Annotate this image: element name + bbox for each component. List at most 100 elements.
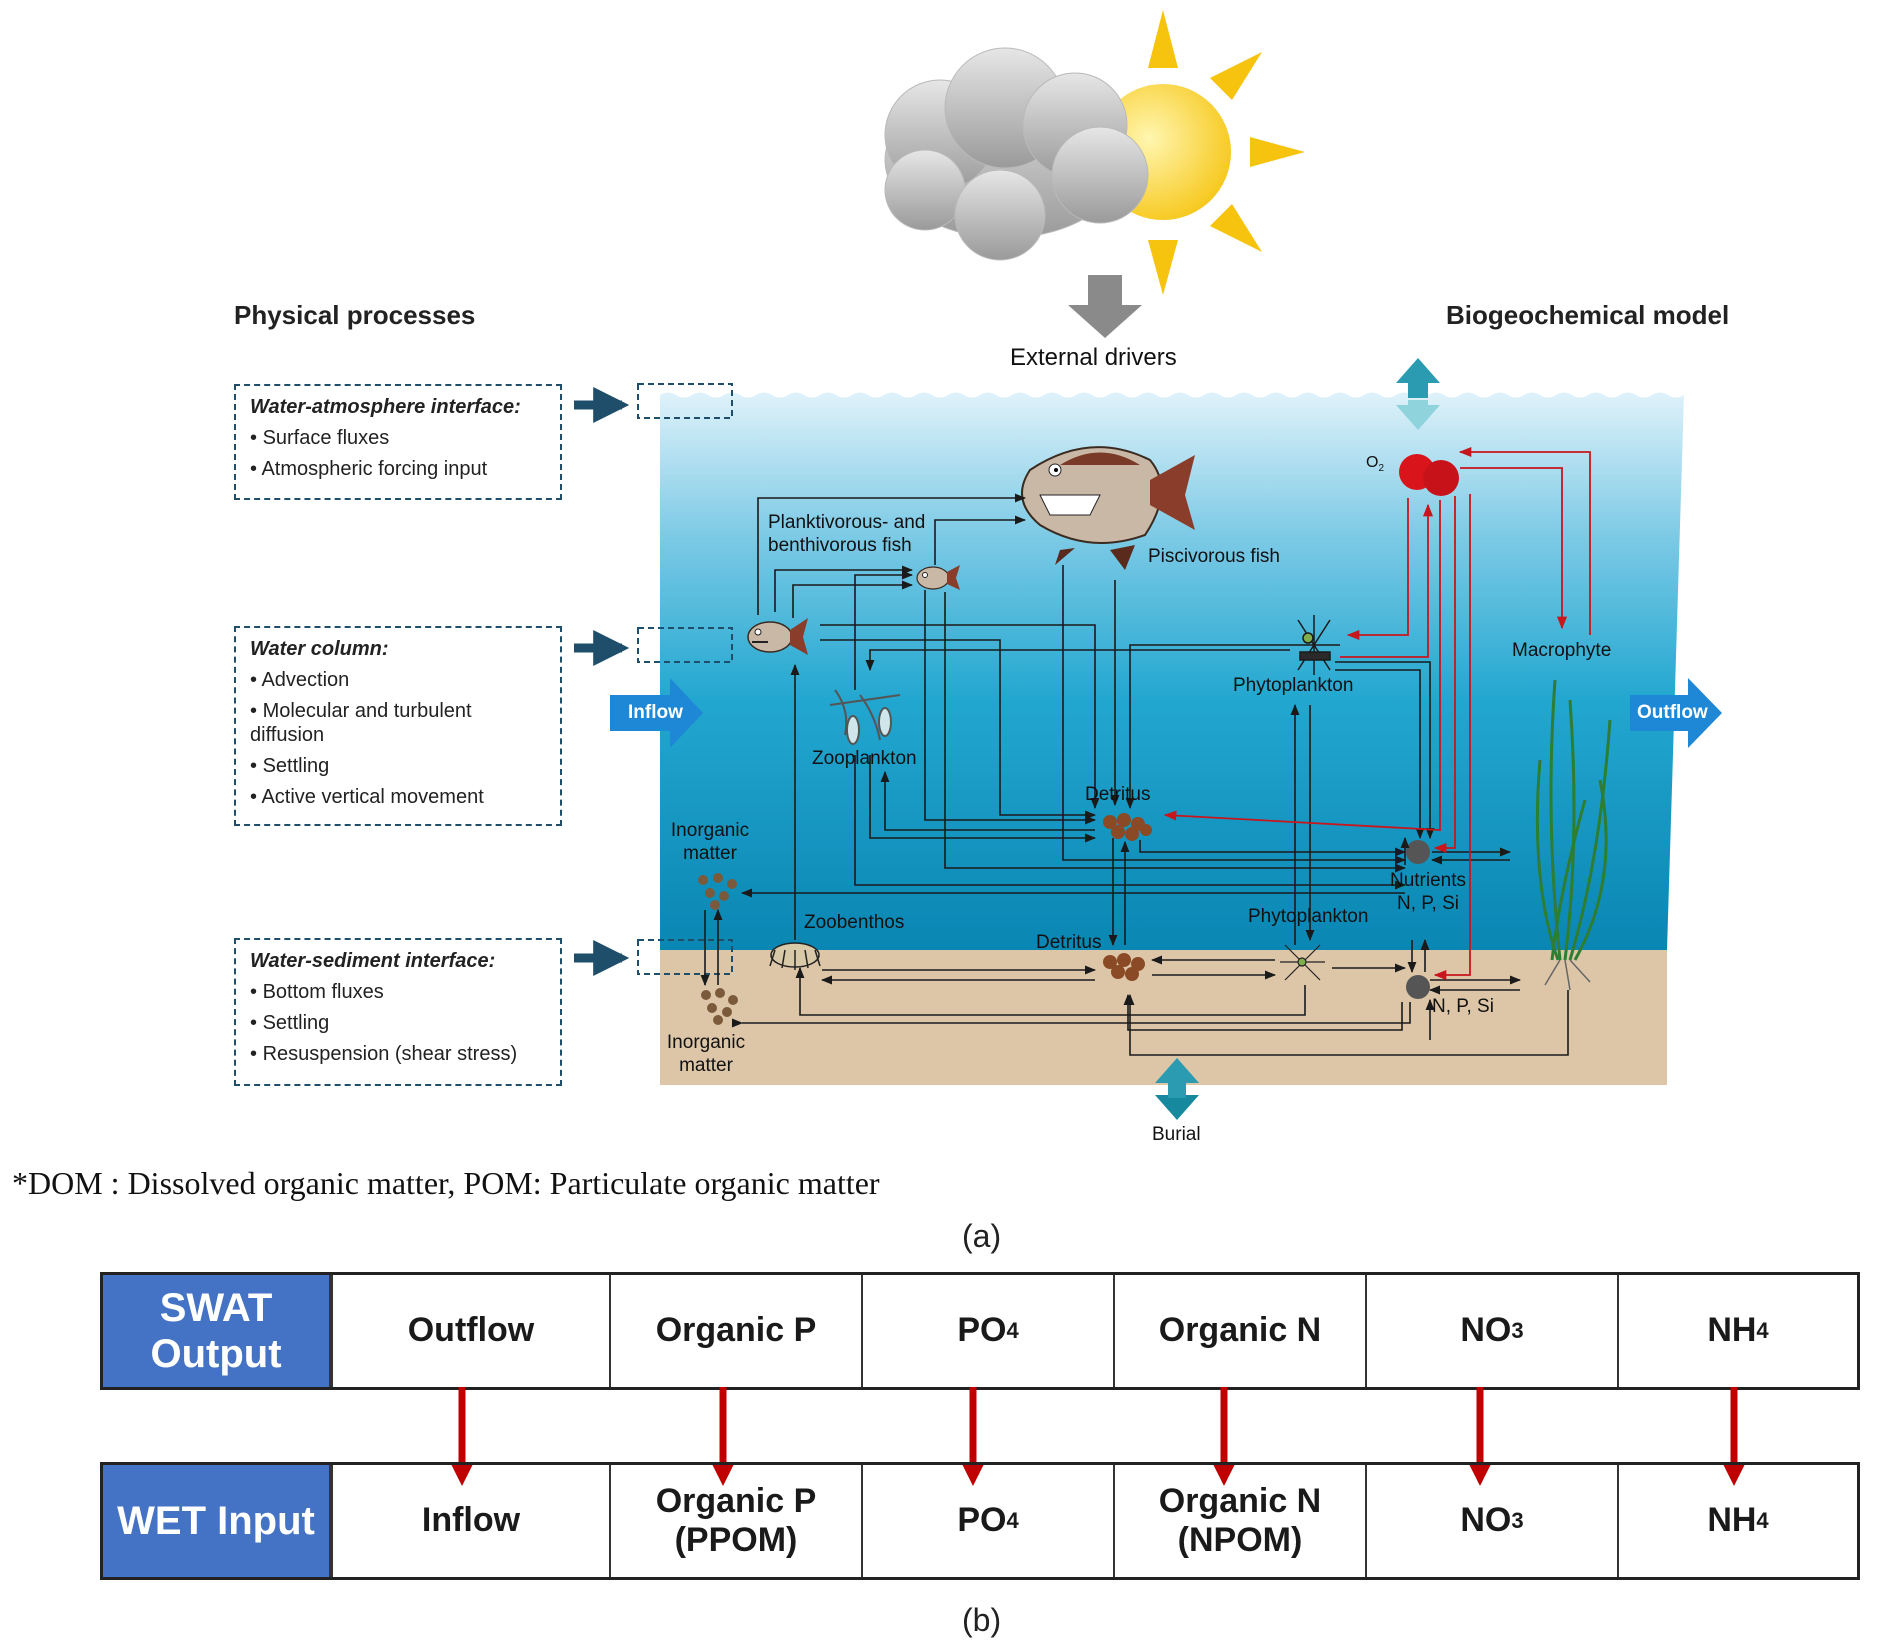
box-item: Atmospheric forcing input	[250, 457, 546, 481]
planktivorous-fish-label: Planktivorous- and benthivorous fish	[768, 512, 926, 556]
outflow-arrow	[1630, 678, 1722, 748]
phytoplankton-sediment-icon	[1280, 944, 1325, 981]
burial-arrow	[1155, 1058, 1199, 1120]
piscivorous-fish-label: Piscivorous fish	[1148, 546, 1280, 567]
inorganic-matter-icon	[698, 873, 737, 910]
wet-cell-organic-p: Organic P (PPOM)	[609, 1465, 861, 1577]
inflow-arrow	[610, 678, 703, 748]
water-column-title: Water column:	[250, 638, 389, 660]
o2-subscript: 2	[1378, 463, 1385, 475]
box-item: Molecular and turbulent diffusion	[250, 699, 480, 747]
cell-text: NO	[1460, 1501, 1512, 1540]
macrophyte-icon	[1535, 679, 1612, 991]
footnote: *DOM : Dissolved organic matter, POM: Pa…	[12, 1165, 880, 1201]
detritus-sediment-icon	[1103, 953, 1145, 981]
inorganic-sediment-icon	[701, 988, 738, 1025]
interface-arrows	[574, 387, 630, 976]
swat-cell-organic-p: Organic P	[609, 1275, 861, 1387]
zoobenthos-icon	[769, 942, 821, 970]
cell-sub: 4	[1756, 1318, 1769, 1344]
oxygen-flow-arrows	[1163, 446, 1591, 981]
cell-sub: 4	[1006, 1318, 1019, 1344]
biogeochemical-model-header: Biogeochemical model	[1446, 300, 1730, 330]
box-item: Settling	[250, 1011, 546, 1035]
swat-cell-outflow: Outflow	[331, 1275, 609, 1387]
cell-text: PO	[957, 1501, 1007, 1540]
burial-label: Burial	[1152, 1124, 1201, 1145]
detritus-sediment-label: Detritus	[1036, 932, 1102, 953]
detritus-icon	[1103, 813, 1152, 841]
planktivorous-fish-icon	[747, 618, 808, 655]
oxygen-molecule-icon	[1399, 454, 1459, 496]
cell-text: NH	[1707, 1311, 1757, 1350]
macrophyte-label: Macrophyte	[1512, 640, 1612, 661]
swat-cell-organic-n: Organic N	[1113, 1275, 1365, 1387]
external-drivers-arrow	[1068, 275, 1142, 338]
inorganic-matter-label: Inorganic matter	[670, 820, 750, 864]
phytoplankton-icon	[1290, 615, 1340, 675]
box-item: Active vertical movement	[250, 785, 546, 809]
wet-input-header: WET Input	[103, 1465, 331, 1577]
zooplankton-label: Zooplankton	[812, 748, 917, 769]
water-sediment-box: Water-sediment interface: Bottom fluxes …	[234, 938, 562, 1086]
nutrients-sediment-icon	[1406, 975, 1430, 999]
cell-text: NO	[1460, 1311, 1512, 1350]
nutrients-label: Nutrients N, P, Si	[1389, 870, 1467, 914]
cell-text: Organic N (NPOM)	[1158, 1481, 1322, 1559]
sediment-layer	[660, 950, 1667, 1085]
water-atmosphere-box: Water-atmosphere interface: Surface flux…	[234, 384, 562, 500]
wet-cell-inflow: Inflow	[331, 1465, 609, 1577]
o2-exchange-arrow	[1396, 358, 1440, 430]
cell-text: Inflow	[421, 1501, 521, 1540]
physical-processes-header: Physical processes	[234, 300, 476, 330]
piscivorous-fish-icon	[1021, 446, 1195, 570]
cell-sub: 4	[1756, 1508, 1769, 1534]
nutrients-icon	[1406, 840, 1430, 864]
water-column-box: Water column: Advection Molecular and tu…	[234, 626, 562, 826]
inflow-label: Inflow	[628, 702, 683, 723]
phytoplankton-label: Phytoplankton	[1233, 675, 1354, 696]
detritus-label: Detritus	[1085, 784, 1151, 805]
outflow-label: Outflow	[1637, 702, 1708, 723]
cell-sub: 3	[1511, 1508, 1524, 1534]
caption-a: (a)	[962, 1218, 1002, 1254]
zoobenthos-label: Zoobenthos	[804, 912, 905, 933]
cell-text: PO	[957, 1311, 1007, 1350]
swat-output-header: SWAT Output	[103, 1275, 331, 1387]
cell-text: Outflow	[407, 1311, 535, 1350]
benthivorous-fish-icon	[916, 565, 960, 590]
flow-arrows	[700, 493, 1569, 1056]
water-sediment-title: Water-sediment interface:	[250, 950, 496, 972]
zooplankton-icon	[829, 689, 901, 745]
water-atmosphere-title: Water-atmosphere interface:	[250, 396, 521, 418]
cell-text: Organic P	[655, 1311, 817, 1350]
cell-text: NH	[1707, 1501, 1757, 1540]
box-item: Bottom fluxes	[250, 980, 546, 1004]
external-drivers-label: External drivers	[1010, 344, 1177, 371]
box-item: Settling	[250, 754, 546, 778]
box-item: Surface fluxes	[250, 426, 546, 450]
caption-b: (b)	[962, 1602, 1002, 1638]
cell-sub: 4	[1006, 1508, 1019, 1534]
box-item: Resuspension (shear stress)	[250, 1042, 546, 1066]
ecosystem-diagram	[574, 10, 1722, 1120]
cell-sub: 3	[1511, 1318, 1524, 1344]
nps-sediment-label: N, P, Si	[1432, 996, 1494, 1017]
interface-markers	[637, 383, 733, 975]
box-item: Advection	[250, 668, 546, 692]
inorganic-sediment-label: Inorganic matter	[666, 1032, 746, 1076]
cell-text: Organic N	[1158, 1311, 1322, 1350]
o2-label: O2	[1366, 454, 1384, 474]
phytoplankton-sediment-label: Phytoplankton	[1248, 906, 1369, 927]
cloud-icon	[884, 47, 1149, 261]
wet-cell-organic-n: Organic N (NPOM)	[1113, 1465, 1365, 1577]
o2-text: O	[1366, 454, 1379, 471]
